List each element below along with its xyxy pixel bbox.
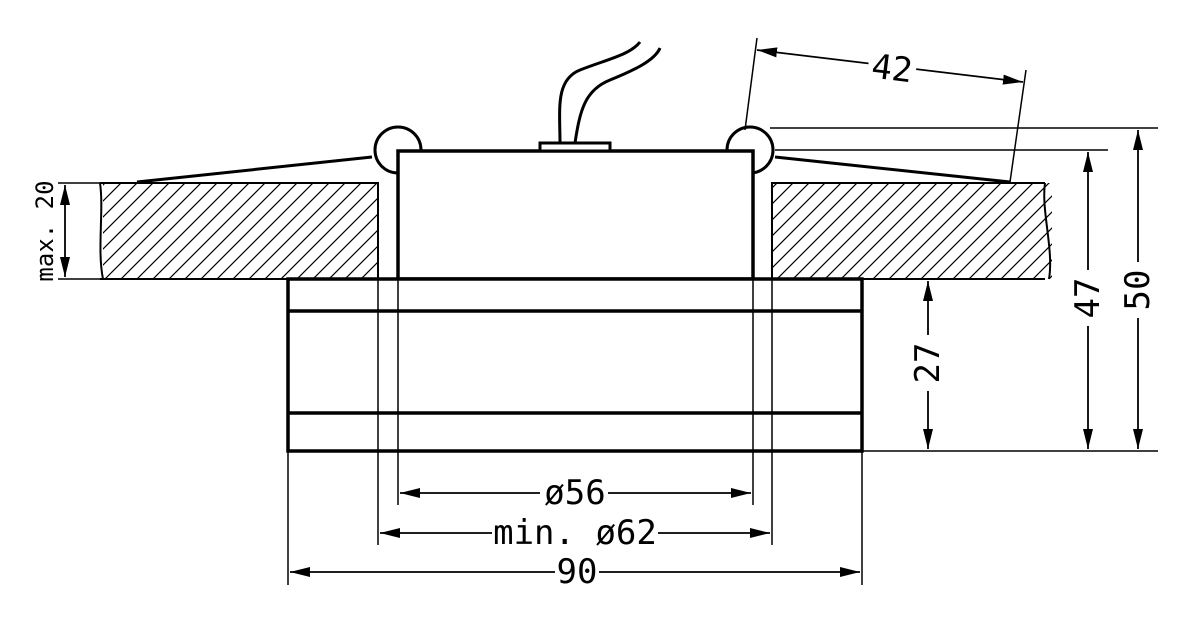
glass-ring [286,277,864,453]
label-body-diameter: ø56 [544,473,605,513]
extension-lines [40,37,1158,585]
glass-ring-outline [286,277,864,453]
ceiling-panel [99,182,1052,280]
label-max-depth: max. 20 [31,180,59,281]
label-clip-span: 42 [869,47,915,92]
label-cutout-diameter: min. ø62 [493,513,657,553]
label-visible-height: 27 [908,343,948,384]
dimension-labels: ø56 min. ø62 90 50 47 27 max. 20 42 [31,47,1158,592]
wire-1 [558,41,642,144]
cable [538,41,662,153]
cable-connector [538,141,612,153]
ceiling-right-section [772,183,1052,279]
wire-2 [573,47,662,144]
label-outer-diameter: 90 [557,552,598,592]
clip-left-spring [136,155,373,184]
label-backgrounds [32,47,1157,591]
ceiling-left-section [103,183,378,279]
clip-right-spring [774,155,1011,184]
housing-body [396,149,755,281]
label-overall-height: 50 [1118,270,1158,311]
label-inner-height: 47 [1068,278,1108,319]
